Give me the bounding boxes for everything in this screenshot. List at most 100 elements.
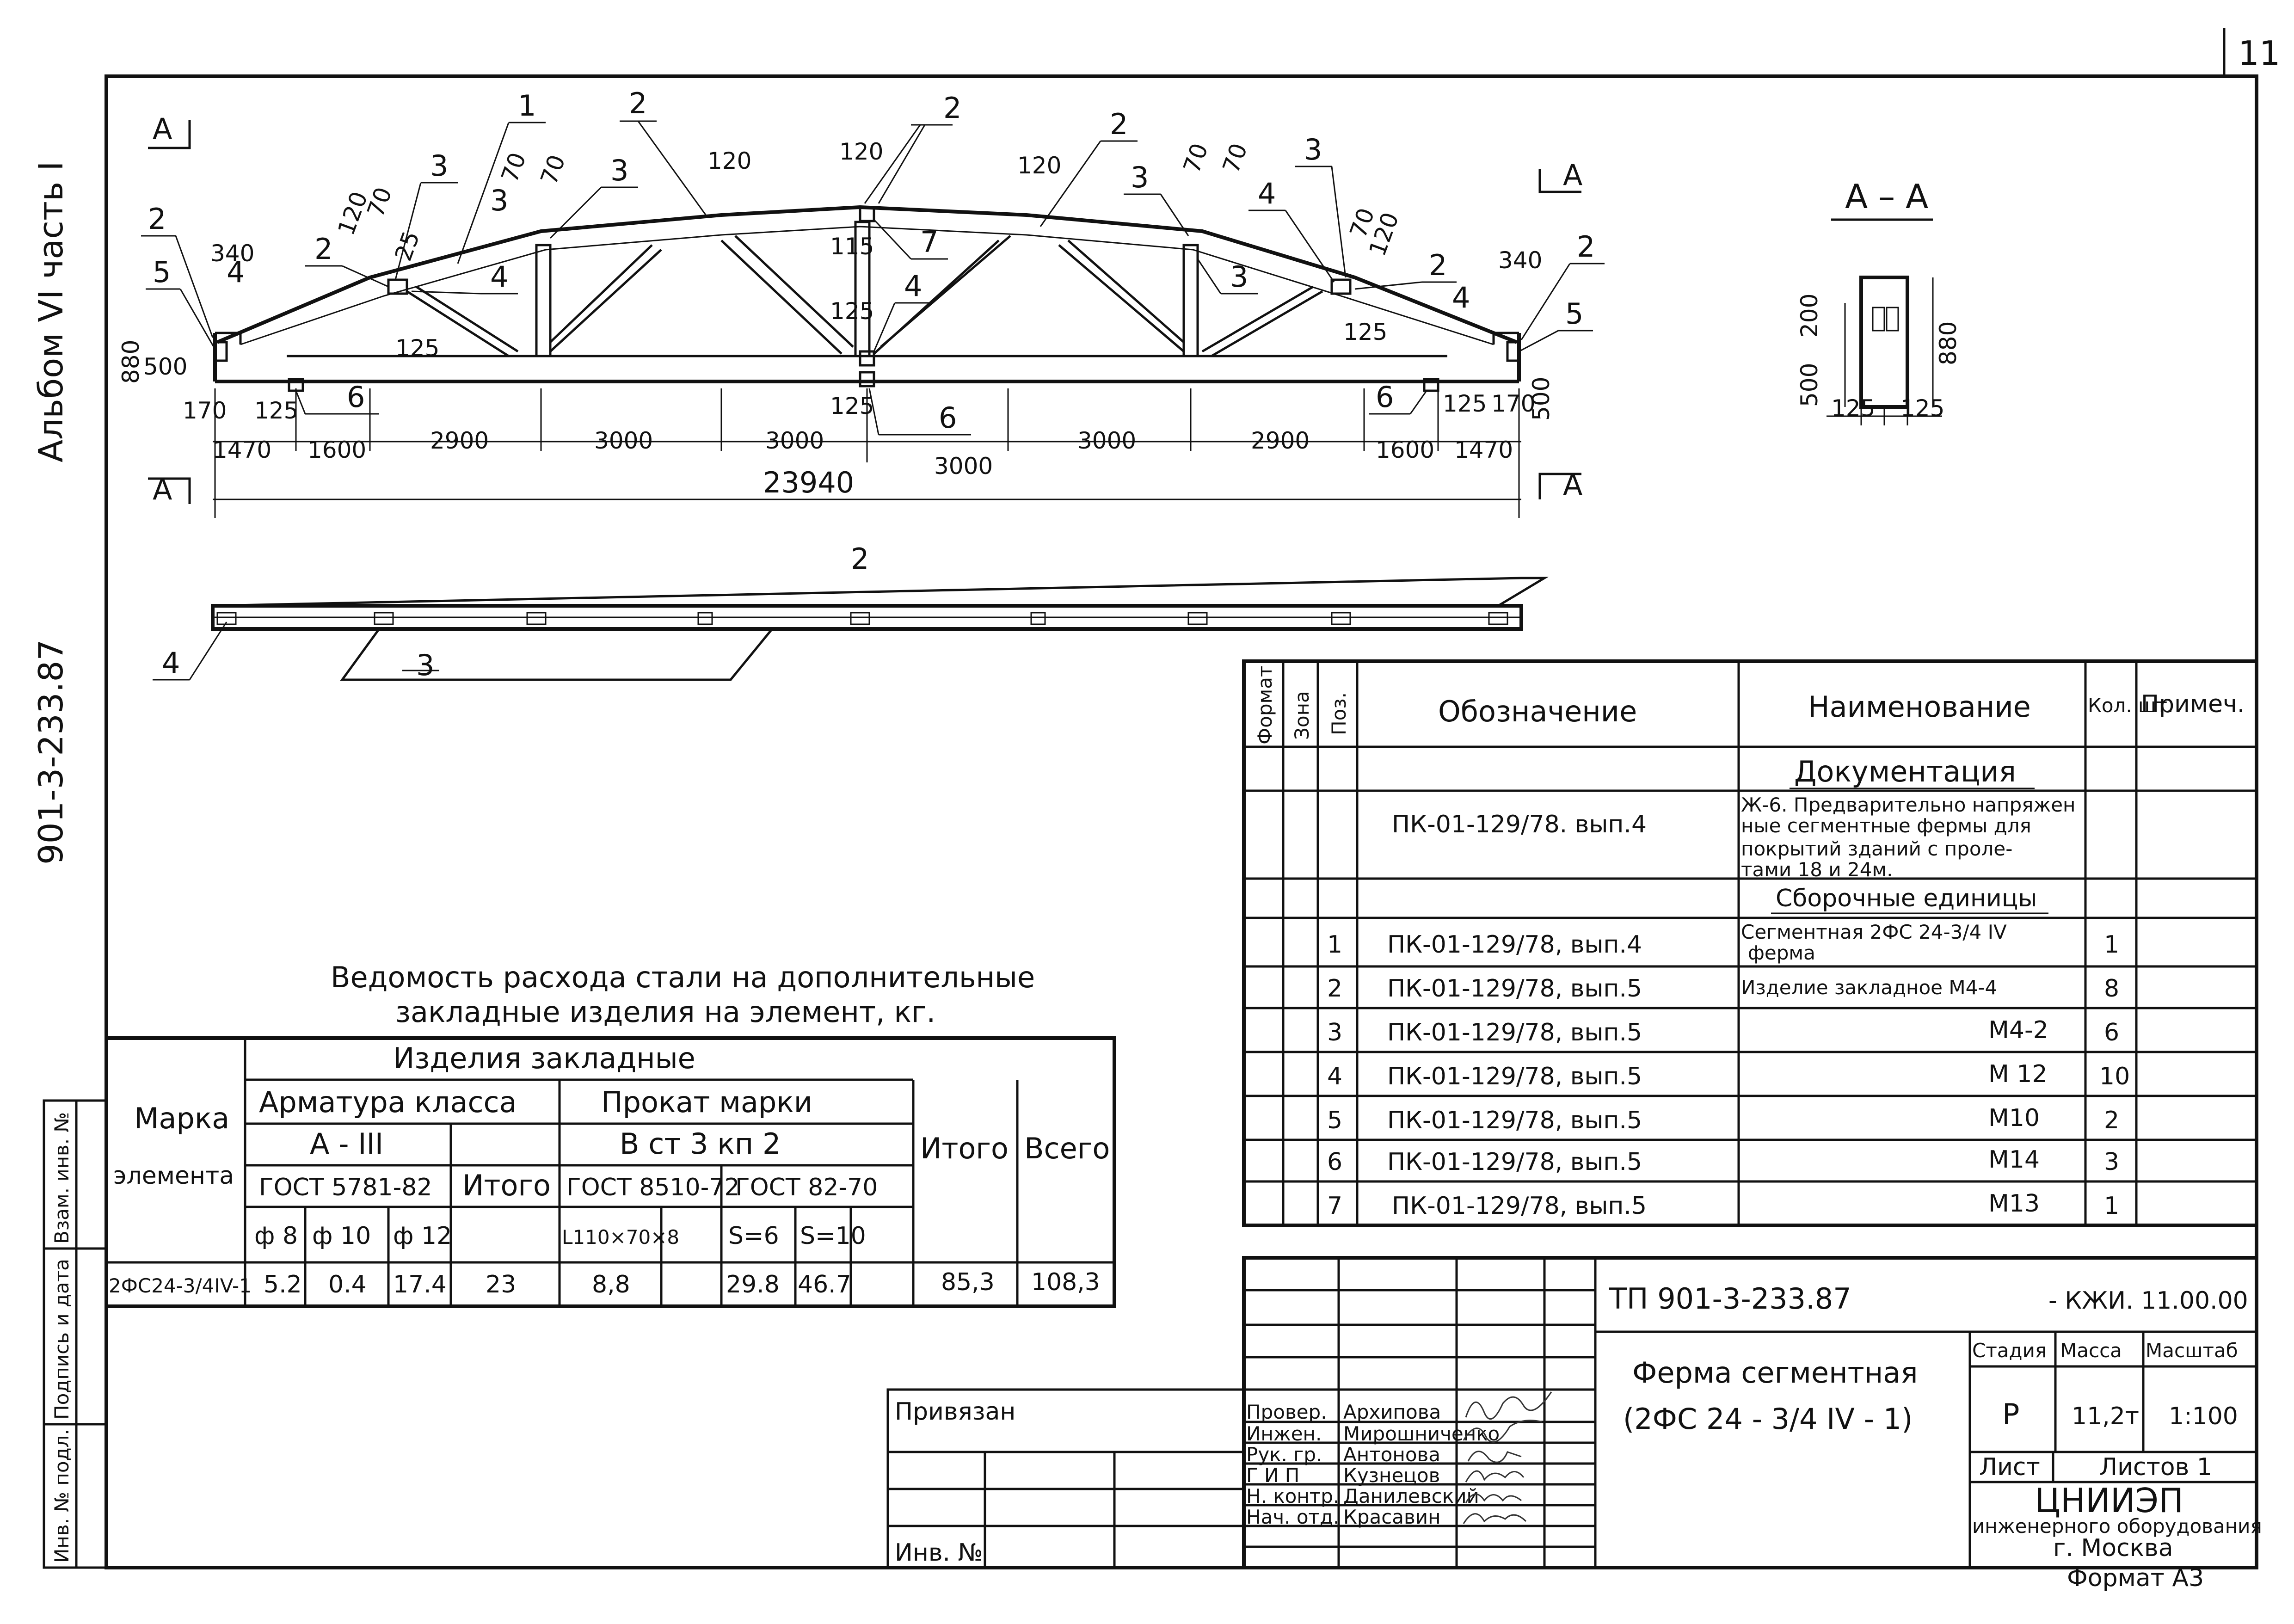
dim-125-a: 125 [395,335,439,362]
section-dim-125-a: 125 [1831,395,1875,422]
tb-staff-role: Инжен. [1246,1422,1322,1445]
tb-staff-name: Красавин [1343,1506,1441,1528]
dim-125-c: 125 [830,298,874,325]
signatures [1463,1391,1552,1524]
spec-doc-designation: ПК-01-129/78. вып.4 [1392,811,1647,838]
pos-label-6-c: 6 [1376,380,1394,414]
spec-section-units: Сборочные единицы [1776,885,2037,912]
dim-25: 25 [390,228,425,265]
tb-mass: 11,2т [2072,1403,2139,1430]
steel-h-rebar-class: А - III [310,1127,383,1161]
steel-row-mark: 2ФС24-3/4IV-1 [109,1274,252,1297]
spec-row-qty: 3 [2104,1148,2119,1176]
section-dim-500: 500 [1796,363,1823,407]
dim-880-left: 880 [117,340,144,384]
pos-label-6-a: 6 [347,380,365,414]
spec-h-pos: Поз. [1328,692,1350,735]
dim-170-right: 170 [1491,390,1535,417]
steel-h-total: Итого [462,1169,551,1202]
spec-row-designation: ПК-01-129/78, вып.5 [1387,975,1642,1003]
spec-row-name: М14 [1988,1146,2040,1174]
tb-staff-name: Кузнецов [1343,1464,1440,1487]
steel-h-gost-angle: ГОСТ 8510-72 [566,1174,740,1201]
spec-row-qty: 10 [2099,1063,2130,1090]
truss-plan: 2 3 4 [153,542,1549,682]
dim-bottom-5: 3000 [1077,427,1136,454]
section-marker-tl: А [153,112,172,146]
tb-staff-name: Мирошниченко [1343,1422,1500,1445]
spec-row-designation: ПК-01-129/78, вып.5 [1387,1063,1642,1090]
tb-code: - КЖИ. 11.00.00 [2048,1287,2248,1315]
tb-staff-name: Антонова [1343,1443,1440,1466]
section-title: А – А [1845,177,1928,216]
dim-125-f: 125 [1443,390,1487,417]
tb-inv: Инв. № [895,1539,983,1567]
spec-doc-name-4: тами 18 и 24м. [1741,858,1893,881]
tb-name-1: Ферма сегментная [1632,1356,1918,1390]
dim-120-a: 120 [707,148,751,174]
spec-row-2: 2 ПК-01-129/78, вып.5 Изделие закладное … [1327,975,2119,1003]
dim-bottom-6: 2900 [1251,427,1310,454]
pos-label-2-b: 2 [943,91,961,125]
steel-h-rolled: Прокат марки [601,1085,812,1119]
dim-bottom-7: 1600 [1376,437,1434,463]
tb-name-2: (2ФС 24 - 3/4 IV - 1) [1623,1402,1913,1436]
dim-chain-bottom: 1470 1600 2900 3000 3000 3000 2900 1600 … [213,427,1513,463]
spec-row-pos: 3 [1327,1019,1342,1046]
dim-170-left: 170 [183,397,227,424]
section-marker-br: А [1563,468,1582,502]
spec-row-qty: 2 [2104,1107,2119,1134]
spec-row-5: 5 ПК-01-129/78, вып.5 М10 2 [1327,1104,2119,1134]
spec-row-qty: 1 [2104,1192,2119,1220]
dim-bottom-3: 3000 [594,427,653,454]
tb-bound: Привязан [895,1398,1015,1426]
spec-row-pos: 1 [1327,931,1342,959]
steel-row-angle: 8,8 [592,1271,630,1298]
tb-staff-role: Н. контр. [1246,1485,1339,1507]
tb-project: ТП 901-3-233.87 [1609,1282,1851,1316]
spec-row-qty: 8 [2104,975,2119,1003]
dim-70-b: 70 [535,151,571,188]
overall-length: 23940 [763,466,854,499]
pos-label-4-b: 4 [490,260,508,294]
steel-table-title-1: Ведомость расхода стали на дополнительны… [331,960,1035,994]
spec-row-6: 6 ПК-01-129/78, вып.5 М14 3 [1327,1146,2119,1176]
pos-label-2-c: 2 [1110,107,1128,141]
spec-row-name: М 12 [1988,1060,2048,1088]
spec-row-name: М10 [1988,1104,2040,1132]
dim-70-a: 70 [496,149,531,186]
dim-70-c: 70 [1178,140,1213,177]
spec-row-name: М4-2 [1988,1016,2048,1044]
spec-row-pos: 7 [1327,1192,1342,1220]
steel-row-grand: 108,3 [1031,1268,1100,1296]
spec-row-pos: 6 [1327,1148,1342,1176]
steel-h-d12: ф 12 [393,1222,452,1250]
title-block: Привязан Инв. № ТП 901-3-233.87 - КЖИ. 1… [886,1256,2262,1592]
pos-label-4-c: 4 [904,269,922,303]
pos-label-3-a: 3 [430,149,448,183]
spec-row-7: 7 ПК-01-129/78, вып.5 М13 1 [1327,1190,2119,1220]
pos-label-2-e: 2 [1577,230,1595,264]
tb-org-1: ЦНИИЭП [2035,1481,2183,1520]
spec-section-docs: Документация [1794,755,2016,788]
steel-table-title-2: закладные изделия на элемент, кг. [395,995,935,1029]
steel-h-s6: S=6 [728,1222,779,1250]
side-stamp: Взам. инв. № Подпись и дата Инв. № подл. [43,1099,108,1569]
spec-doc-name-3: покрытий зданий с проле- [1741,837,2012,860]
steel-h-angle: L110×70×8 [562,1226,679,1249]
steel-row-total2: 85,3 [941,1268,995,1296]
steel-h-d8: ф 8 [254,1222,298,1250]
spec-h-zone: Зона [1291,691,1313,740]
pos-label-3-f: 3 [1230,260,1248,294]
plan-label-2: 2 [851,542,869,576]
pos-label-2-a: 2 [629,86,647,120]
section-dim-200: 200 [1796,294,1823,338]
side-sign-date: Подпись и дата [50,1259,73,1420]
dim-bottom-4: 3000 [765,427,824,454]
section-marker-bl: А [153,473,172,506]
tb-staff-role: Провер. [1246,1401,1327,1423]
side-inv-repl: Взам. инв. № [50,1112,73,1244]
steel-row-total: 23 [486,1271,516,1298]
spec-h-qty: Кол. шт. [2088,694,2173,717]
